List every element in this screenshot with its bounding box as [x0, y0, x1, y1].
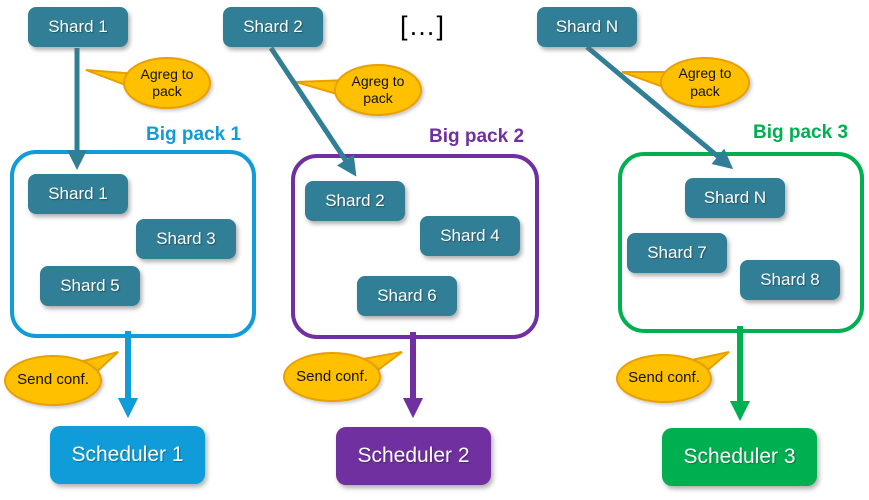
agreg-bubble-1-label: Agreg to pack: [140, 65, 194, 100]
send-bubble-1-label: Send conf.: [17, 371, 89, 389]
pack3-shard-n: Shard N: [685, 178, 785, 218]
arrow-shard2-to-pack2: [268, 46, 357, 177]
shard-source-2: Shard 2: [223, 7, 323, 47]
pack2-shard-2: Shard 2: [305, 181, 405, 221]
pack1-shard-5: Shard 5: [40, 266, 140, 306]
pack2-shard-6: Shard 6: [357, 276, 457, 316]
arrow-shardN-to-pack3: [585, 45, 734, 170]
shard-source-n: Shard N: [537, 7, 637, 47]
big-pack-2-label: Big pack 2: [429, 126, 525, 147]
pack3-shard-8: Shard 8: [740, 260, 840, 300]
send-bubble-2-label: Send conf.: [296, 367, 368, 385]
pack2-shard-4: Shard 4: [420, 216, 520, 256]
agreg-bubble-2: Agreg to pack: [334, 64, 422, 116]
agreg-bubble-3-label: Agreg to pack: [678, 65, 732, 99]
pack1-shard-3: Shard 3: [136, 219, 236, 259]
big-pack-1-label: Big pack 1: [146, 124, 242, 145]
send-bubble-2: Send conf.: [283, 352, 381, 402]
pack1-shard-1: Shard 1: [28, 174, 128, 214]
send-bubble-1: Send conf.: [4, 355, 102, 406]
shard-source-1: Shard 1: [28, 7, 128, 47]
ellipsis-label: […]: [400, 11, 446, 41]
agreg-bubble-1: Agreg to pack: [123, 57, 211, 109]
scheduler-3: Scheduler 3: [662, 428, 817, 486]
send-bubble-3: Send conf.: [616, 354, 712, 403]
scheduler-1: Scheduler 1: [50, 426, 205, 484]
send-bubble-3-label: Send conf.: [628, 369, 700, 387]
scheduler-2: Scheduler 2: [336, 427, 491, 485]
pack3-shard-7: Shard 7: [627, 233, 727, 273]
agreg-bubble-2-label: Agreg to pack: [351, 72, 405, 107]
agreg-bubble-3: Agreg to pack: [660, 57, 750, 108]
big-pack-3-label: Big pack 3: [753, 122, 849, 143]
